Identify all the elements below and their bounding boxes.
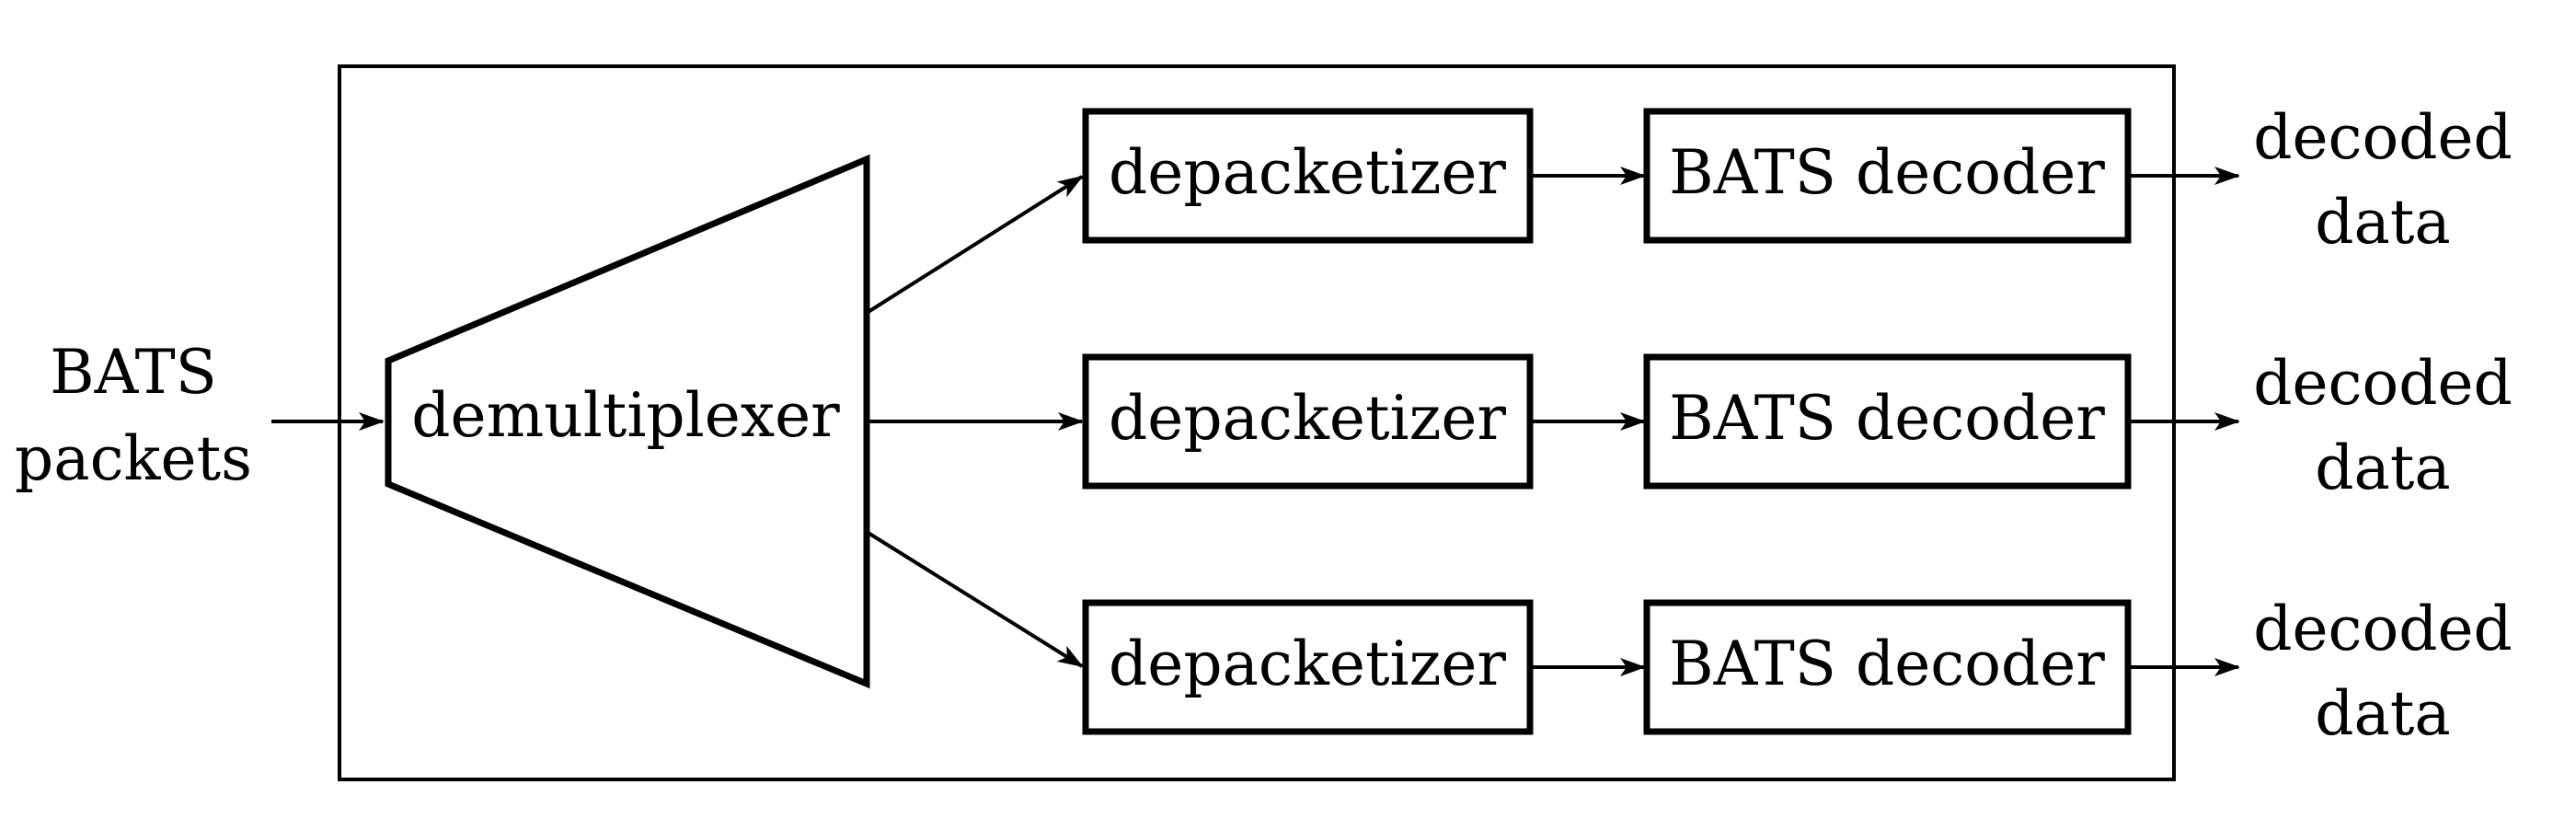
input-label-line1: BATS: [50, 337, 217, 408]
input-label-line2: packets: [15, 423, 252, 494]
depacketizer-label: depacketizer: [1109, 137, 1506, 208]
depacketizer-label: depacketizer: [1109, 629, 1506, 699]
output-label-line1: decoded: [2253, 348, 2513, 419]
bats-decoder-label: BATS decoder: [1669, 383, 2105, 454]
depacketizer-label: depacketizer: [1109, 383, 1506, 454]
pipeline-row: depacketizer BATS decoder decoded data: [867, 348, 2513, 503]
depacketizer-box: [1082, 353, 1534, 490]
demultiplexer-label: demultiplexer: [411, 380, 840, 451]
pipeline-row: depacketizer BATS decoder decoded data: [865, 530, 2513, 749]
demux-output-arrow: [865, 530, 1084, 668]
output-label-line1: decoded: [2253, 594, 2513, 664]
bats-decoder-label: BATS decoder: [1669, 137, 2105, 208]
output-label-line2: data: [2315, 433, 2450, 503]
bats-decoder-label: BATS decoder: [1669, 629, 2105, 699]
pipeline-row: depacketizer BATS decoder decoded data: [865, 102, 2513, 315]
demultiplexer-shape: [385, 154, 870, 689]
demux-output-arrow: [865, 175, 1084, 315]
bats-decoder-box: [1643, 108, 2132, 244]
bats-decoder-box: [1643, 599, 2132, 735]
output-label-line1: decoded: [2253, 102, 2513, 173]
depacketizer-box: [1082, 108, 1534, 244]
output-label-line2: data: [2315, 187, 2450, 258]
output-label-line2: data: [2315, 678, 2450, 749]
